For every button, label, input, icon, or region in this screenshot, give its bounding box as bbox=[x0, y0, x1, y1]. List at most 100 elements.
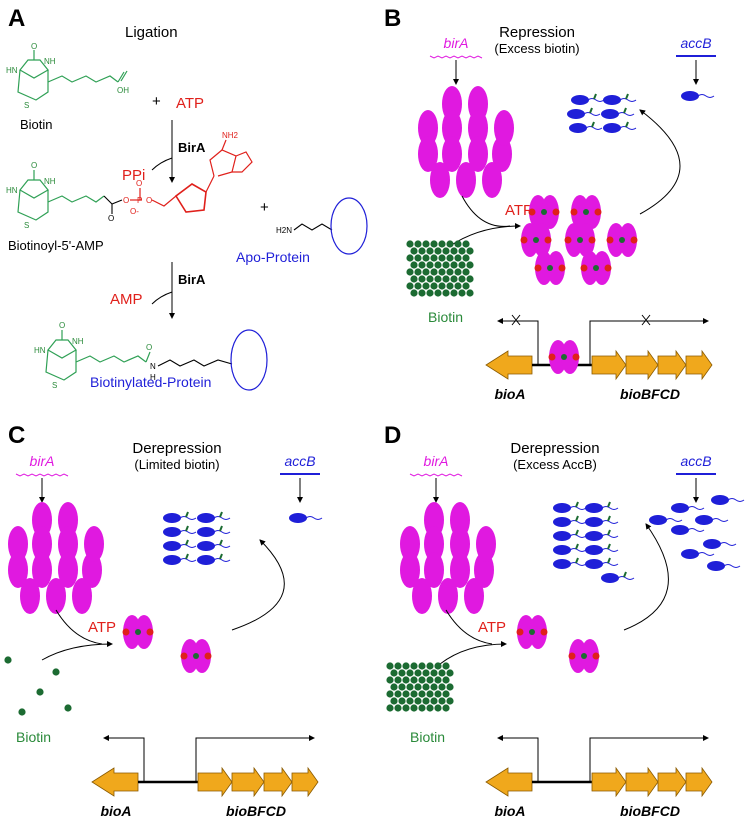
attached-biotin bbox=[575, 557, 579, 564]
biotin-molecule bbox=[446, 683, 454, 691]
biotinylated-protein-structure bbox=[45, 330, 151, 381]
attached-biotin bbox=[625, 93, 629, 100]
accb-protein bbox=[671, 503, 689, 513]
biotin-label-c: Biotin bbox=[16, 729, 51, 745]
biotin-molecule bbox=[458, 261, 466, 269]
biotin-to-complex-arrow-d bbox=[439, 641, 507, 665]
biotinoyl-amp-label: Biotinoyl-5'-AMP bbox=[8, 238, 104, 253]
biotin-molecule bbox=[446, 254, 454, 262]
bio-amp-red bbox=[604, 264, 612, 272]
biotin-molecule bbox=[426, 275, 434, 283]
bira-protein bbox=[412, 578, 432, 614]
bira-protein bbox=[430, 162, 450, 198]
accb-tail bbox=[617, 112, 635, 116]
bio-amp-green bbox=[533, 237, 539, 243]
bio-amp-red bbox=[592, 652, 600, 660]
biotin-molecule bbox=[402, 704, 410, 712]
bira-gene-line bbox=[15, 473, 69, 477]
biotin-molecule bbox=[442, 690, 450, 698]
panel-b-header: B Repression (Excess biotin) bbox=[384, 5, 580, 56]
biobfcd-label: bioBFCD bbox=[226, 803, 286, 819]
accb-tail bbox=[601, 506, 619, 510]
biotin-molecule bbox=[418, 261, 426, 269]
bira-protein bbox=[468, 136, 488, 172]
biotin-molecule bbox=[446, 240, 454, 248]
biotin-molecule bbox=[422, 683, 430, 691]
attached-biotin bbox=[185, 553, 189, 560]
product-o-atom-2: O bbox=[146, 343, 152, 352]
atp-label-c: ATP bbox=[88, 619, 116, 636]
biotin-molecule bbox=[434, 662, 442, 670]
biotin-molecule bbox=[430, 697, 438, 705]
biotin-molecule bbox=[398, 669, 406, 677]
biotin-molecule bbox=[454, 268, 462, 276]
bira-gene-line bbox=[429, 55, 483, 59]
bioa-promoter-arrow bbox=[497, 318, 539, 365]
biotin-molecule bbox=[430, 240, 438, 248]
bira-protein bbox=[58, 552, 78, 588]
bira-protein bbox=[58, 526, 78, 562]
accb-protein bbox=[163, 541, 181, 551]
bio-amp-red bbox=[122, 628, 130, 636]
biotinylated-protein-label: Biotinylated-Protein bbox=[90, 374, 211, 390]
plus-sign-2: + bbox=[260, 199, 269, 216]
amp-o-atom-3: O bbox=[123, 196, 129, 205]
attached-biotin bbox=[185, 539, 189, 546]
biotin-molecule bbox=[462, 254, 470, 262]
amp-hn-atom: HN bbox=[6, 186, 18, 195]
bira-protein bbox=[442, 110, 462, 146]
attached-biotin bbox=[623, 571, 627, 578]
biotin-molecule bbox=[406, 669, 414, 677]
bio-amp-red bbox=[548, 353, 556, 361]
product-h-atom: H bbox=[150, 373, 156, 382]
biobfcd-promoter-arrow bbox=[195, 735, 315, 782]
accb-tail bbox=[619, 126, 637, 130]
accb-tail bbox=[179, 544, 197, 548]
accb-protein bbox=[163, 513, 181, 523]
biobfcd-gene-arrow bbox=[263, 766, 293, 798]
biotin-molecule bbox=[426, 704, 434, 712]
bira-protein bbox=[482, 162, 502, 198]
bio-amp-red bbox=[516, 628, 524, 636]
attached-biotin bbox=[623, 107, 627, 114]
amp-s-atom: S bbox=[24, 221, 29, 230]
biotin-molecule bbox=[402, 662, 410, 670]
accb-protein bbox=[711, 495, 729, 505]
biotin-molecule bbox=[386, 690, 394, 698]
biotin-molecule bbox=[418, 275, 426, 283]
biotin-molecule bbox=[430, 282, 438, 290]
biotin-molecule bbox=[438, 254, 446, 262]
accb-protein bbox=[163, 527, 181, 537]
biobfcd-gene-arrow bbox=[625, 349, 659, 381]
biotin-molecule bbox=[402, 676, 410, 684]
biotin-molecule bbox=[406, 254, 414, 262]
product-nh-atom: NH bbox=[72, 337, 84, 346]
biotinylation-curve-arrow bbox=[639, 109, 681, 215]
bira-protein bbox=[476, 526, 496, 562]
attached-biotin bbox=[589, 107, 593, 114]
accb-tail bbox=[585, 126, 603, 130]
accb-protein bbox=[163, 555, 181, 565]
biotin-molecule bbox=[422, 240, 430, 248]
bira-protein bbox=[450, 526, 470, 562]
amp-branch bbox=[151, 291, 173, 305]
biotin-molecule bbox=[422, 268, 430, 276]
biotin-molecule bbox=[458, 275, 466, 283]
biotin-molecule bbox=[418, 662, 426, 670]
accb-tail bbox=[711, 518, 729, 522]
attached-biotin bbox=[575, 529, 579, 536]
bira-protein bbox=[438, 578, 458, 614]
biotin-molecule bbox=[434, 289, 442, 297]
accb-tail bbox=[213, 558, 231, 562]
accb-tail bbox=[583, 112, 601, 116]
product-o-atom: O bbox=[59, 321, 65, 330]
biotin-molecule bbox=[438, 282, 446, 290]
biotin-o-atom: O bbox=[31, 42, 37, 51]
accb-protein bbox=[197, 513, 215, 523]
bio-amp-red bbox=[180, 652, 188, 660]
biotin-molecule bbox=[430, 669, 438, 677]
bio-amp-red bbox=[534, 264, 542, 272]
biotin-molecule bbox=[466, 261, 474, 269]
accb-tail bbox=[697, 94, 715, 98]
